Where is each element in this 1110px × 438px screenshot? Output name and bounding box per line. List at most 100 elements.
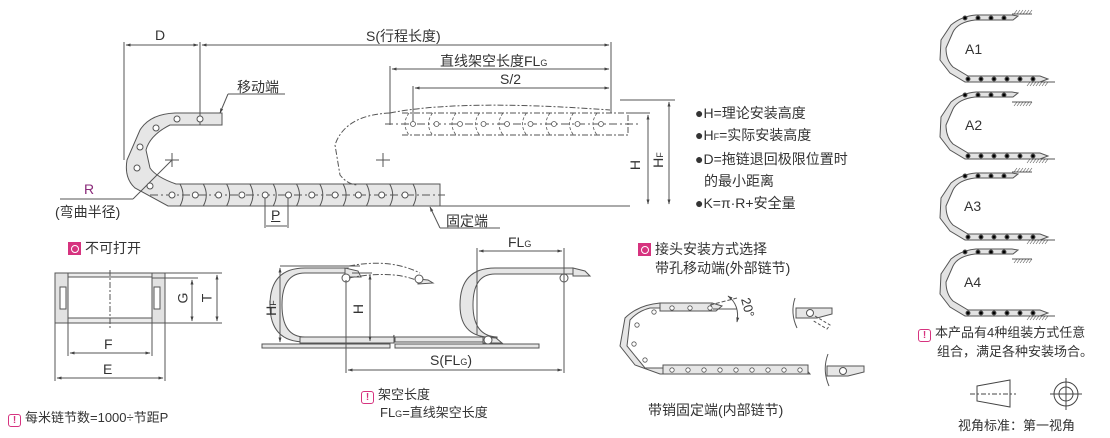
ghost-pin	[551, 121, 557, 127]
dim-FLG-label: 直线架空长度FLG	[440, 51, 547, 71]
hatch	[1029, 239, 1034, 245]
hatch	[1025, 101, 1030, 107]
hatch	[1016, 167, 1021, 173]
note-text: =直线架空长度	[402, 405, 488, 420]
connector-pin	[707, 305, 713, 311]
variant-pin	[975, 92, 981, 98]
hatch	[1013, 101, 1018, 107]
overhang-chain-left	[269, 267, 395, 343]
ghost-pin	[527, 121, 534, 127]
note-text: 本产品有4种组装方式任意	[935, 325, 1086, 340]
bullet: ●	[695, 151, 704, 167]
hatch	[1026, 158, 1031, 164]
definition-item: ●HF=实际安装高度	[695, 124, 848, 148]
hatch	[1041, 81, 1046, 87]
variant-pin	[962, 249, 968, 255]
variant-label-a3: A3	[964, 198, 982, 214]
variant-label-a2: A2	[965, 117, 983, 133]
ghost-link-outline	[451, 112, 457, 136]
variant-pin	[1001, 92, 1007, 98]
moving-end-option: 带孔移动端(外部链节)	[655, 260, 791, 276]
connector-pin	[701, 367, 707, 373]
hatch	[1032, 81, 1037, 87]
link-outline	[389, 183, 394, 207]
chain-pin	[331, 191, 339, 199]
hatch	[1026, 239, 1031, 245]
connector-pins	[631, 305, 803, 373]
assembly-chain-3	[939, 172, 1050, 241]
hatch	[1028, 101, 1033, 107]
hatch	[1038, 158, 1043, 164]
variant-pin	[975, 15, 981, 21]
variant-pin	[1017, 76, 1023, 82]
chain-pin	[308, 191, 316, 199]
variant-pin	[1030, 153, 1036, 159]
bullet: ●	[695, 105, 704, 121]
ghost-chain-curve	[334, 112, 391, 186]
definition-item: ●D=拖链退回极限位置时	[695, 148, 848, 170]
note-line: ! 架空长度	[361, 386, 488, 404]
hatch	[1013, 9, 1018, 15]
variant-pin	[1004, 153, 1010, 159]
dim-D-label: D	[155, 27, 166, 43]
variant-pin	[991, 153, 997, 159]
hatch	[1026, 315, 1031, 321]
hatch	[1044, 315, 1049, 321]
chain-pin	[401, 191, 409, 199]
connector-title-text: 接头安装方式选择	[655, 241, 767, 257]
s-subscript: G	[460, 357, 468, 367]
chain-pin	[168, 191, 176, 199]
hatch	[1016, 9, 1021, 15]
base-rail-left	[261, 343, 391, 349]
hatch	[1025, 167, 1030, 173]
variant-pin	[962, 173, 968, 179]
hatch	[1029, 81, 1034, 87]
connector-pin	[733, 367, 739, 373]
note-text: FL	[380, 405, 396, 420]
ghost-link-outline	[569, 112, 574, 136]
radius-label: R	[84, 181, 95, 197]
variant-pin	[1004, 310, 1010, 316]
circle-square-icon	[68, 242, 81, 255]
ghost-link-outline	[404, 112, 410, 136]
cross-section-drawing	[54, 270, 222, 381]
links-per-meter-note: !每米链节数=1000÷节距P	[8, 407, 168, 427]
dim-F-label: F	[104, 336, 113, 352]
projection-symbol	[970, 378, 1082, 410]
hatch	[1038, 315, 1043, 321]
link-outline	[226, 183, 231, 207]
chain-pin	[152, 124, 160, 132]
chain-pin	[136, 143, 144, 151]
connector-pin	[765, 367, 771, 373]
dim-S-label: S(行程长度)	[366, 28, 441, 44]
overhang-H-label: H	[350, 303, 367, 315]
variant-pin	[988, 92, 994, 98]
warning-icon: !	[361, 391, 374, 404]
variant-pin	[988, 173, 994, 179]
note-text: 组合，满足各种安装场合。	[937, 344, 1094, 359]
definition-text: H	[703, 127, 714, 143]
ghost-link-outline	[475, 112, 480, 136]
variant-pin	[1017, 153, 1023, 159]
dim-E-label: E	[103, 361, 113, 377]
ghost-pin	[433, 121, 440, 127]
dim-T-label: T	[198, 293, 215, 303]
ghost-chain-sag	[389, 104, 611, 114]
hatch	[1022, 167, 1027, 173]
frustum-icon	[976, 379, 1011, 408]
ghost-link-outline	[545, 112, 551, 136]
variant-pin	[978, 76, 984, 82]
hf-text: H	[649, 157, 666, 168]
variant-pin	[1001, 249, 1007, 255]
hf-text: H	[262, 305, 279, 316]
chain-pin	[354, 191, 362, 199]
variant-pin	[962, 92, 968, 98]
ghost-link-outline	[522, 112, 527, 136]
hatch	[1035, 81, 1040, 87]
assembly-note: !本产品有4种组装方式任意 组合，满足各种安装场合。	[918, 323, 1093, 361]
variant-pin	[965, 76, 971, 82]
note-subscript: G	[395, 409, 403, 419]
connector-pin	[749, 367, 755, 373]
definition-subscript: F	[713, 132, 720, 142]
note-text: 架空长度	[378, 387, 431, 402]
